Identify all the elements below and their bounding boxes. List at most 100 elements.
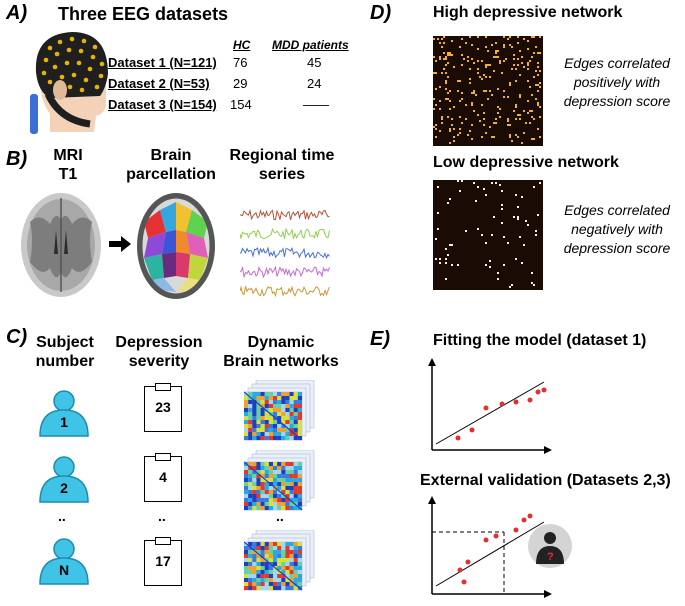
network-edge — [509, 136, 511, 138]
scatter-point — [483, 537, 489, 543]
network-edge — [539, 106, 541, 108]
network-edge — [447, 54, 449, 56]
network-edge — [449, 142, 451, 144]
network-edge — [527, 100, 529, 102]
network-edge — [441, 38, 443, 40]
network-edge — [461, 122, 463, 124]
network-edge — [445, 278, 447, 280]
network-edge — [501, 222, 503, 224]
network-edge — [509, 286, 511, 288]
dataset-2-hc: 29 — [233, 76, 248, 91]
network-edge — [435, 72, 437, 74]
network-edge — [437, 186, 439, 188]
network-edge — [435, 258, 437, 260]
network-edge — [537, 52, 539, 54]
network-edge — [517, 64, 519, 66]
network-edge — [433, 56, 435, 58]
network-edge — [497, 88, 499, 90]
network-edge — [523, 244, 525, 246]
network-edge — [443, 42, 445, 44]
network-edge — [483, 74, 485, 76]
network-edge — [537, 104, 539, 106]
network-edge — [527, 80, 529, 82]
network-edge — [485, 36, 487, 38]
network-edge — [441, 122, 443, 124]
network-edge — [529, 86, 531, 88]
network-edge — [519, 236, 521, 238]
depression-severity-heading: Depression severity — [115, 334, 203, 370]
high-network-title: High depressive network — [433, 4, 623, 21]
network-edge — [487, 98, 489, 100]
network-edge — [437, 228, 439, 230]
subject-n-icon: N — [38, 538, 90, 586]
network-edge — [539, 182, 541, 184]
network-edge — [439, 42, 441, 44]
dynamic-network-stack-1 — [244, 380, 315, 441]
panel-a-label: A) — [6, 2, 28, 24]
network-edge — [451, 244, 453, 246]
dataset-1-name: Dataset 1 (N=121) — [108, 55, 217, 70]
network-edge — [459, 80, 461, 82]
network-edge — [437, 38, 439, 40]
network-edge — [483, 124, 485, 126]
network-edge — [531, 94, 533, 96]
fitting-scatter-plot — [428, 358, 552, 454]
timeseries-heading: Regional time series — [229, 147, 335, 183]
network-edge — [447, 116, 449, 118]
network-edge — [531, 282, 533, 284]
network-edge — [529, 110, 531, 112]
subject-ellipsis: .. — [58, 508, 66, 524]
scatter-point — [527, 513, 533, 519]
network-edge — [489, 76, 491, 78]
network-edge — [531, 36, 533, 38]
network-edge — [453, 128, 455, 130]
time-series-line — [240, 285, 330, 298]
network-edge — [515, 68, 517, 70]
subject-1-icon: 1 — [38, 390, 90, 438]
network-edge — [535, 234, 537, 236]
network-edge — [447, 92, 449, 94]
low-network-title: Low depressive network — [433, 154, 619, 171]
network-edge — [517, 36, 519, 38]
network-edge — [535, 98, 537, 100]
dynamic-network-stack-n — [244, 530, 315, 591]
network-edge — [519, 114, 521, 116]
panel-d-label: D) — [370, 2, 392, 24]
network-edge — [471, 58, 473, 60]
network-edge — [511, 46, 513, 48]
network-edge — [515, 80, 517, 82]
network-edge — [445, 58, 447, 60]
network-edge — [503, 236, 505, 238]
network-edge — [443, 36, 445, 38]
network-edge — [473, 62, 475, 64]
network-edge — [521, 262, 523, 264]
subject-number-heading: Subject number — [35, 334, 95, 370]
network-edge — [521, 196, 523, 198]
network-edge — [509, 84, 511, 86]
network-edge — [497, 56, 499, 58]
network-edge — [499, 116, 501, 118]
network-edge — [533, 52, 535, 54]
svg-text:?: ? — [547, 551, 554, 563]
network-edge — [447, 52, 449, 54]
network-edge — [537, 214, 539, 216]
network-edge — [527, 48, 529, 50]
dataset-1-mdd: 45 — [307, 55, 322, 70]
subject-1-label: 1 — [60, 414, 68, 430]
network-edge — [459, 128, 461, 130]
network-edge — [539, 116, 541, 118]
network-edge — [533, 138, 535, 140]
network-edge — [447, 98, 449, 100]
network-edge — [449, 128, 451, 130]
network-edge — [477, 228, 479, 230]
network-edge — [449, 52, 451, 54]
network-edge — [511, 140, 513, 142]
network-edge — [477, 48, 479, 50]
network-edge — [469, 68, 471, 70]
network-edge — [525, 220, 527, 222]
network-edge — [533, 76, 535, 78]
network-edge — [497, 272, 499, 274]
network-edge — [539, 36, 541, 38]
network-edge — [445, 248, 447, 250]
network-edge — [533, 186, 535, 188]
